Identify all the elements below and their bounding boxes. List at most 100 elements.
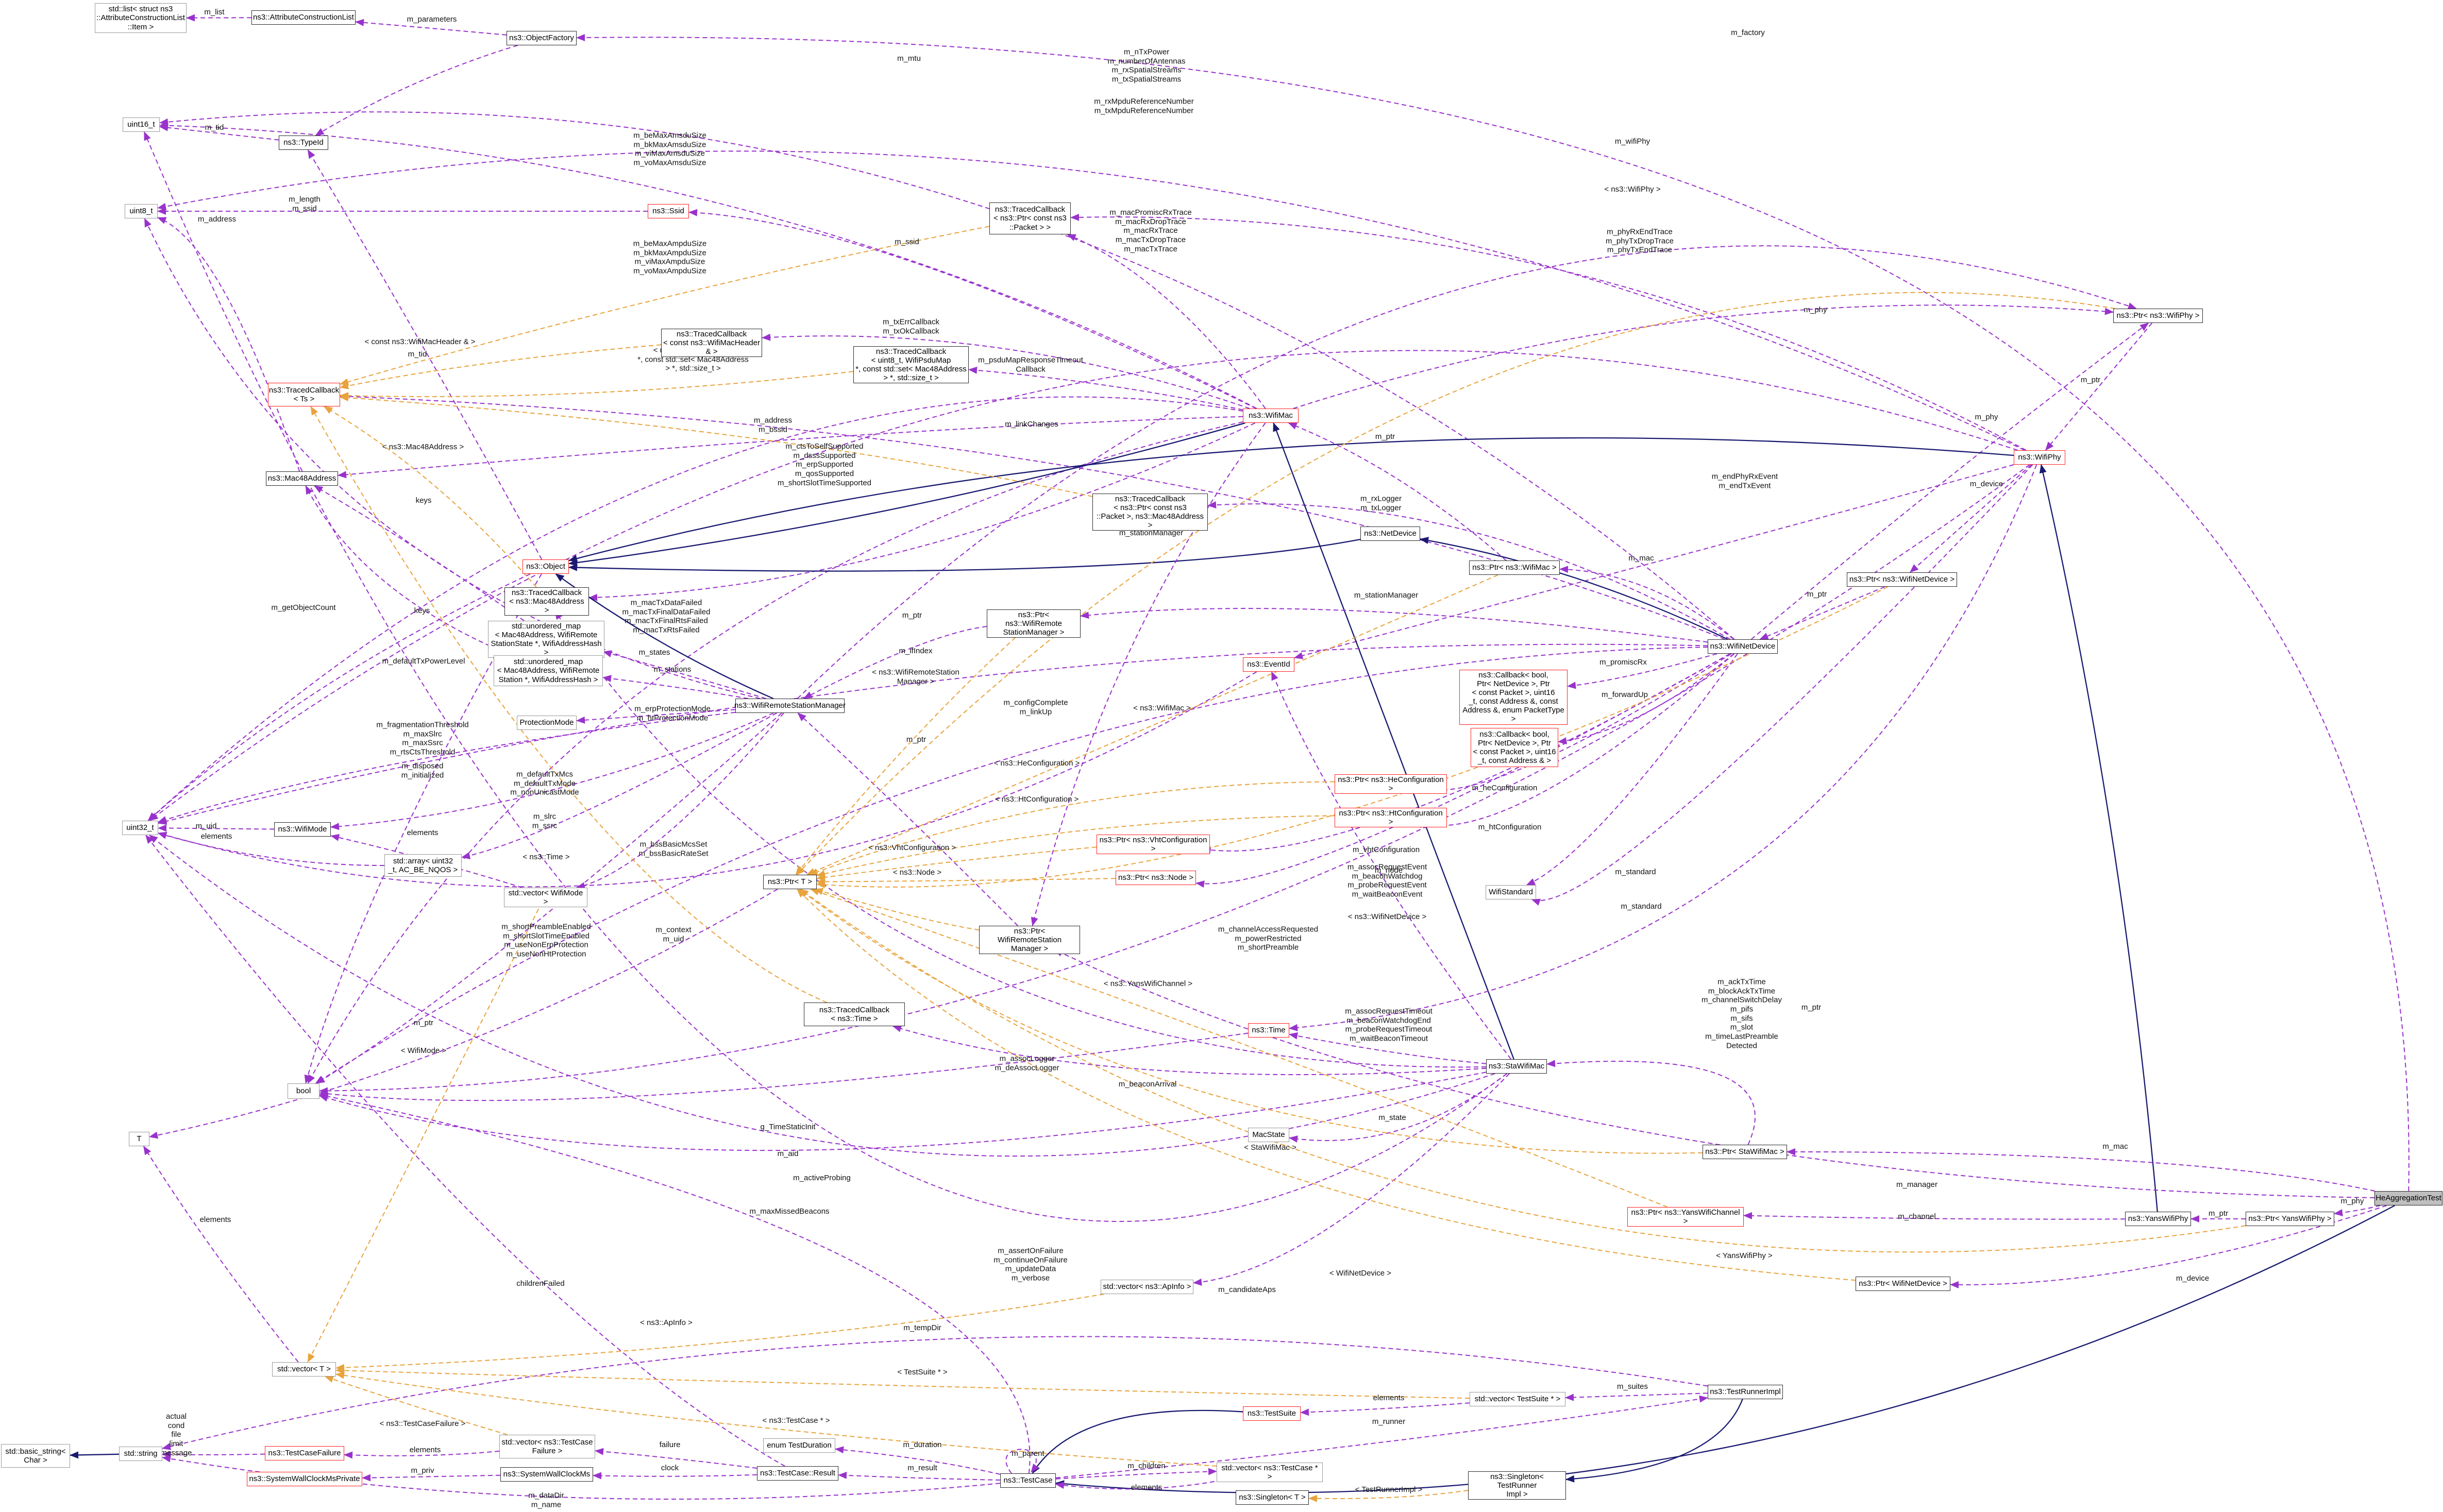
class-node-tcase[interactable]: ns3::TestCase	[1000, 1473, 1056, 1488]
class-node-stamac[interactable]: ns3::StaWifiMac	[1486, 1059, 1547, 1074]
edge-wifinetdev-cb5	[1558, 653, 1734, 744]
class-node-ssid[interactable]: ns3::Ssid	[648, 204, 689, 218]
class-node-wrsm[interactable]: ns3::WifiRemoteStationManager	[734, 699, 846, 713]
class-node-protmode[interactable]: ProtectionMode	[517, 716, 577, 730]
class-node-tcfail[interactable]: ns3::TestCaseFailure	[265, 1446, 344, 1460]
class-node-bool[interactable]: bool	[288, 1083, 319, 1099]
edge-wrsm-umap_sta	[602, 675, 748, 699]
class-node-uint8[interactable]: uint8_t	[125, 204, 158, 218]
class-node-macstate[interactable]: MacState	[1248, 1128, 1289, 1142]
edge-ptr_t-T	[149, 889, 778, 1139]
edge-wifimac-ptr_wrsm2	[1031, 422, 1266, 926]
edge-tcase-tc_result	[838, 1471, 1001, 1481]
class-node-cb5[interactable]: ns3::Callback< bool, Ptr< NetDevice >, P…	[1471, 728, 1558, 767]
class-node-object[interactable]: ns3::Object	[523, 559, 569, 574]
class-node-tcb_ts[interactable]: ns3::TracedCallback < Ts >	[268, 383, 340, 406]
class-node-wifinetdev[interactable]: ns3::WifiNetDevice	[1708, 639, 1778, 654]
class-node-tcb_time[interactable]: ns3::TracedCallback < ns3::Time >	[804, 1003, 905, 1026]
class-node-single_tri[interactable]: ns3::Singleton< TestRunner Impl >	[1468, 1471, 1566, 1500]
class-node-time[interactable]: ns3::Time	[1248, 1023, 1289, 1038]
edge-tc_result-vec_fail	[595, 1448, 757, 1469]
class-node-ptr_ychan[interactable]: ns3::Ptr< ns3::YansWifiChannel >	[1627, 1207, 1744, 1227]
edge-stamac-uint32	[148, 835, 1495, 1157]
edge-wifimode-uint32	[158, 824, 275, 832]
class-node-ptr_phy[interactable]: ns3::Ptr< ns3::WifiPhy >	[2113, 309, 2203, 323]
class-node-vec_ap[interactable]: std::vector< ns3::ApInfo >	[1101, 1280, 1193, 1294]
class-node-vecT[interactable]: std::vector< T >	[272, 1362, 336, 1377]
class-node-typeid[interactable]: ns3::TypeId	[279, 135, 328, 150]
edge-wifinetdev-bool	[315, 647, 1708, 1084]
edge-umap_state-mac48	[314, 485, 525, 621]
class-node-ptr_wnd_r[interactable]: ns3::Ptr< WifiNetDevice >	[1856, 1277, 1950, 1291]
class-node-ptr_wrsm[interactable]: ns3::Ptr< ns3::WifiRemote StationManager…	[987, 609, 1081, 638]
class-node-tsuite[interactable]: ns3::TestSuite	[1243, 1406, 1301, 1421]
class-node-acl[interactable]: ns3::AttributeConstructionList	[251, 10, 356, 25]
class-node-arr32[interactable]: std::array< uint32 _t, AC_BE_NQOS >	[384, 854, 462, 877]
class-node-tcb_psdu[interactable]: ns3::TracedCallback < uint8_t, WifiPsduM…	[853, 346, 969, 384]
class-node-T[interactable]: T	[129, 1132, 149, 1146]
class-node-uint32[interactable]: uint32_t	[122, 821, 158, 835]
edge-wrsm-protmode	[576, 709, 736, 724]
class-node-swcms[interactable]: ns3::SystemWallClockMs	[500, 1467, 593, 1482]
class-node-cb7[interactable]: ns3::Callback< bool, Ptr< NetDevice >, P…	[1459, 670, 1568, 725]
edge-wrsm-ptr_phy	[797, 245, 2137, 699]
edge-wifinetdev-ptr_phy	[1750, 322, 2149, 640]
class-node-list_item[interactable]: std::list< struct ns3 ::AttributeConstru…	[95, 3, 187, 33]
edge-wrsm-bool	[315, 712, 782, 1084]
edge-wrsm-uint32	[158, 711, 736, 823]
edge-tcb_mac48-tcb_ts	[323, 406, 537, 588]
class-node-trimpl[interactable]: ns3::TestRunnerImpl	[1708, 1385, 1783, 1399]
edge-tcb_time-tcb_ts	[310, 406, 828, 1003]
edge-wifinetdev-uint32	[158, 643, 1708, 825]
class-node-tcb_pktmac[interactable]: ns3::TracedCallback < ns3::Ptr< const ns…	[1092, 494, 1208, 531]
class-node-ptr_t[interactable]: ns3::Ptr< T >	[763, 875, 817, 889]
class-node-wstd[interactable]: WifiStandard	[1486, 885, 1536, 899]
class-node-wifimac[interactable]: ns3::WifiMac	[1243, 409, 1299, 423]
class-node-tc_result[interactable]: ns3::TestCase::Result	[757, 1466, 838, 1481]
class-node-ptr_ht[interactable]: ns3::Ptr< ns3::HtConfiguration >	[1335, 808, 1447, 828]
class-node-wifiphy[interactable]: ns3::WifiPhy	[2014, 450, 2065, 465]
class-node-bstring[interactable]: std::basic_string< Char >	[1, 1444, 70, 1468]
edge-ptr_wrsm-ptr_t	[795, 632, 1022, 875]
edge-ptr_node-ptr_t	[816, 878, 1116, 886]
class-node-objfactory[interactable]: ns3::ObjectFactory	[507, 31, 577, 45]
class-node-tcb_pkt[interactable]: ns3::TracedCallback < ns3::Ptr< const ns…	[989, 202, 1071, 234]
class-node-vec_ts[interactable]: std::vector< TestSuite * >	[1470, 1392, 1565, 1406]
class-node-ptr_wrsm2[interactable]: ns3::Ptr< WifiRemoteStation Manager >	[979, 926, 1080, 955]
class-node-ptr_wifimac[interactable]: ns3::Ptr< ns3::WifiMac >	[1469, 560, 1560, 575]
class-node-umap_sta[interactable]: std::unordered_map < Mac48Address, WifiR…	[494, 655, 603, 686]
class-node-ptr_he[interactable]: ns3::Ptr< ns3::HeConfiguration >	[1335, 774, 1447, 794]
edge-main-ptr_wnd_r	[1950, 1205, 2387, 1288]
class-node-umap_state[interactable]: std::unordered_map < Mac48Address, WifiR…	[488, 621, 604, 658]
class-node-netdev[interactable]: ns3::NetDevice	[1360, 526, 1420, 541]
class-node-enum_dur[interactable]: enum TestDuration	[763, 1438, 835, 1453]
class-node-tcb_mac48[interactable]: ns3::TracedCallback < ns3::Mac48Address …	[504, 587, 589, 616]
edge-wifinetdev-cb7	[1567, 653, 1717, 689]
edge-ptr_wrsm-wrsm	[803, 626, 987, 699]
class-node-sstring[interactable]: std::string	[119, 1447, 162, 1461]
class-node-uint16[interactable]: uint16_t	[123, 117, 160, 132]
edge-vec_ts-vecT	[335, 1367, 1470, 1399]
edge-tcb_pkt-tcb_ts	[340, 226, 990, 385]
edge-stamac-wifimac	[1273, 422, 1514, 1060]
class-node-ptr_yansphy[interactable]: ns3::Ptr< YansWifiPhy >	[2246, 1212, 2334, 1226]
class-node-ptr_wnd[interactable]: ns3::Ptr< ns3::WifiNetDevice >	[1847, 572, 1957, 587]
edge-vec_ap-vecT	[335, 1294, 1104, 1371]
edge-vec_mode-vecT	[307, 902, 543, 1363]
class-node-single_t[interactable]: ns3::Singleton< T >	[1236, 1490, 1309, 1505]
class-node-vec_tc[interactable]: std::vector< ns3::TestCase * >	[1217, 1463, 1323, 1483]
edge-tcb_psdu-tcb_ts	[340, 371, 854, 400]
class-node-main[interactable]: HeAggregationTest	[2374, 1191, 2442, 1205]
class-node-ptr_node[interactable]: ns3::Ptr< ns3::Node >	[1116, 871, 1196, 885]
class-node-vec_mode[interactable]: std::vector< WifiMode >	[504, 888, 587, 908]
class-node-mac48[interactable]: ns3::Mac48Address	[266, 471, 338, 486]
edge-wifiphy-eventid	[1294, 464, 2014, 659]
class-node-yansphy[interactable]: ns3::YansWifiPhy	[2125, 1212, 2191, 1226]
class-node-eventid[interactable]: ns3::EventId	[1243, 657, 1294, 672]
class-node-ptr_vht[interactable]: ns3::Ptr< ns3::VhtConfiguration >	[1097, 835, 1210, 855]
class-node-swcms_p[interactable]: ns3::SystemWallClockMsPrivate	[247, 1472, 362, 1486]
class-node-wifimode[interactable]: ns3::WifiMode	[274, 822, 331, 837]
class-node-tcb_hdr[interactable]: ns3::TracedCallback < const ns3::WifiMac…	[661, 329, 762, 358]
class-node-ptr_sta[interactable]: ns3::Ptr< StaWifiMac >	[1703, 1145, 1787, 1159]
class-node-vec_fail[interactable]: std::vector< ns3::TestCase Failure >	[499, 1435, 595, 1458]
